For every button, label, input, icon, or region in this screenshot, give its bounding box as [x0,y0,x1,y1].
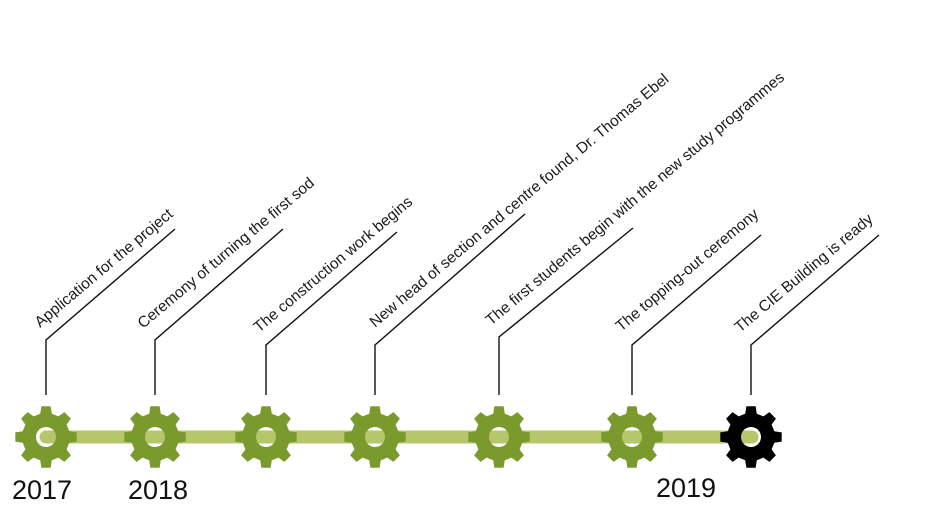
milestone-connector [154,228,284,395]
milestone-label: The CIE Building is ready [732,210,877,336]
year-label: 2019 [656,473,716,503]
year-label: 2017 [12,475,72,505]
gear-icon [344,406,406,468]
milestone-connector [498,227,634,395]
milestone-connector [45,228,176,395]
milestone-connector [374,213,526,395]
milestone-connector [631,234,762,395]
milestone: New head of section and centre found, Dr… [344,71,672,468]
gear-icon [15,406,77,468]
gear-icon [720,406,782,468]
gear-icon [235,406,297,468]
milestone-connector [265,231,398,395]
gear-icon [468,406,530,468]
milestone-connector [750,234,880,395]
year-label: 2018 [128,475,188,505]
gear-icon [601,406,663,468]
gear-icon [124,406,186,468]
milestone: Application for the project [15,205,177,468]
